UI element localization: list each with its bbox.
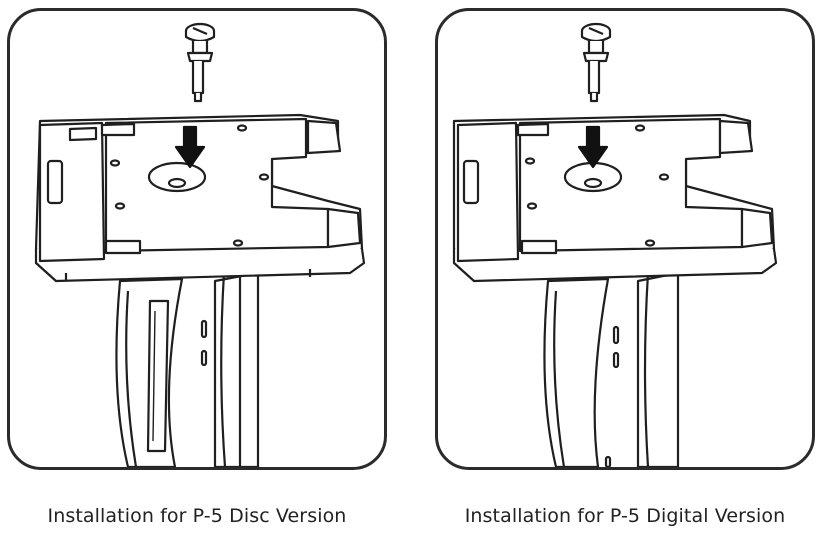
stand-base-plate	[452, 113, 778, 283]
caption-digital-version: Installation for P-5 Digital Version	[464, 505, 786, 527]
down-arrow-icon	[577, 125, 609, 169]
disc-installation-illustration	[34, 22, 366, 467]
caption-disc-version: Installation for P-5 Disc Version	[47, 505, 347, 527]
console-body	[115, 271, 260, 467]
panel-digital-version	[435, 8, 815, 470]
screw-icon	[184, 22, 216, 103]
screw-icon	[580, 22, 612, 103]
console-body	[543, 271, 680, 467]
stand-base-plate	[34, 113, 366, 283]
panel-disc-version	[7, 8, 387, 470]
digital-installation-illustration	[452, 22, 778, 467]
down-arrow-icon	[174, 125, 206, 169]
